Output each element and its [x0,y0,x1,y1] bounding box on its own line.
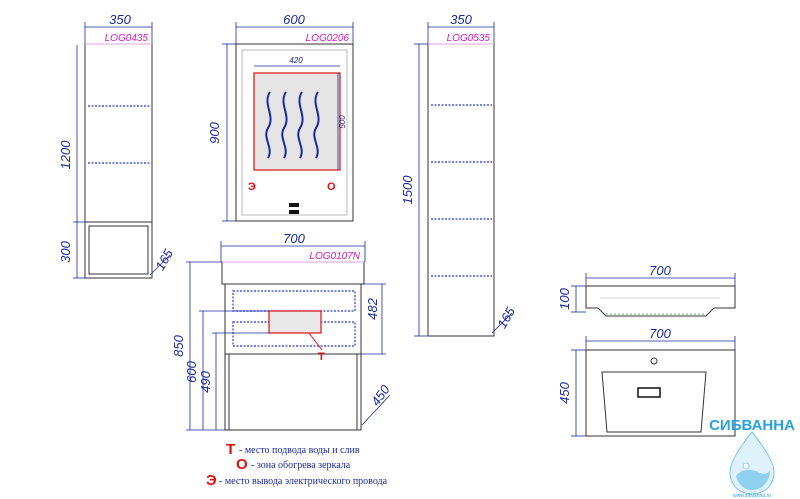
legend-marker-o: О [236,456,248,473]
vanity-t-leader [308,332,323,351]
mirror-height: 900 [207,121,222,143]
brand-logo: СИБВАННА www.sibvanna.ru [709,417,795,499]
brand-name: СИБВАННА [709,417,795,434]
legend-marker-e: Э [206,472,217,489]
vanity: 700 LOG0107N Т 850 600 490 482 450 [171,231,393,431]
cabinet-left-base-height: 300 [58,240,73,262]
vanity-width: 700 [283,231,305,246]
mirror-mark-o: О [327,181,336,193]
vanity-height-490: 490 [198,370,213,392]
mirror-zone-height: 500 [338,115,347,129]
sink-top-view: 700 450 [557,326,736,437]
sink-top-outline [585,349,736,437]
cabinet-right-height: 1500 [400,175,415,205]
legend-text-e: - место вывода электрического провода [219,476,388,487]
legend-marker-t: Т [226,441,235,458]
mirror-width: 600 [283,12,305,27]
legend-text-o: - зона обогрева зеркала [251,460,351,471]
vanity-leg-right [356,353,362,431]
drain-icon [637,387,661,398]
vanity-plumbing-zone [268,310,322,334]
sink-top-depth: 450 [557,381,572,403]
cabinet-left: 350 LOG0435 1200 300 165 [58,12,176,279]
vanity-code: LOG0107N [309,251,360,262]
cabinet-right-code: LOG0535 [447,33,491,44]
cabinet-right-width: 350 [450,12,472,27]
cabinet-left-height: 1200 [58,140,73,170]
mirror: 600 LOG0206 420 500 Э О 900 [207,12,354,222]
sink-side-height: 100 [557,287,572,309]
bubble-icon [742,462,750,470]
cabinet-left-body [84,43,153,279]
cabinet-left-open-niche [88,225,149,275]
mirror-heating-zone [253,72,341,171]
sink-top-width: 700 [649,326,671,341]
heating-wave-icon [265,91,320,159]
vanity-drawer-upper [232,290,356,312]
mirror-switch [289,203,299,207]
vanity-depth: 450 [368,382,393,409]
dim-line-depth [491,312,513,334]
vanity-countertop [221,261,365,285]
vanity-height-600: 600 [184,360,199,382]
mirror-code: LOG0206 [306,33,350,44]
vanity-leg-left [224,353,230,431]
sink-side-profile [585,285,736,317]
vanity-mark-t: Т [318,351,325,363]
sink-basin [601,371,707,433]
legend-text-t: - место подвода воды и слив [239,445,360,456]
mirror-glass [241,49,348,216]
brand-site: www.sibvanna.ru [733,493,771,499]
cabinet-left-width: 350 [109,12,131,27]
cabinet-right-body [427,43,495,337]
mirror-switch [289,210,299,214]
sink-side-view: 700 100 [557,263,736,317]
mirror-mark-e: Э [248,181,256,193]
dim-line-depth [149,254,171,276]
vanity-drawer-block [224,283,362,355]
mirror-frame [235,43,354,222]
vanity-total-height: 850 [171,334,186,356]
dim-line-depth [361,394,391,426]
cabinet-left-code: LOG0435 [105,33,149,44]
sink-side-width: 700 [649,263,671,278]
faucet-hole-icon [650,357,658,365]
legend: Т - место подвода воды и слив О - зона о… [206,441,388,489]
vanity-drawer-height: 482 [365,297,380,319]
mirror-zone-width: 420 [289,56,303,65]
cabinet-right: 350 LOG0535 1500 165 [400,12,518,337]
bathtub-icon [736,469,770,490]
